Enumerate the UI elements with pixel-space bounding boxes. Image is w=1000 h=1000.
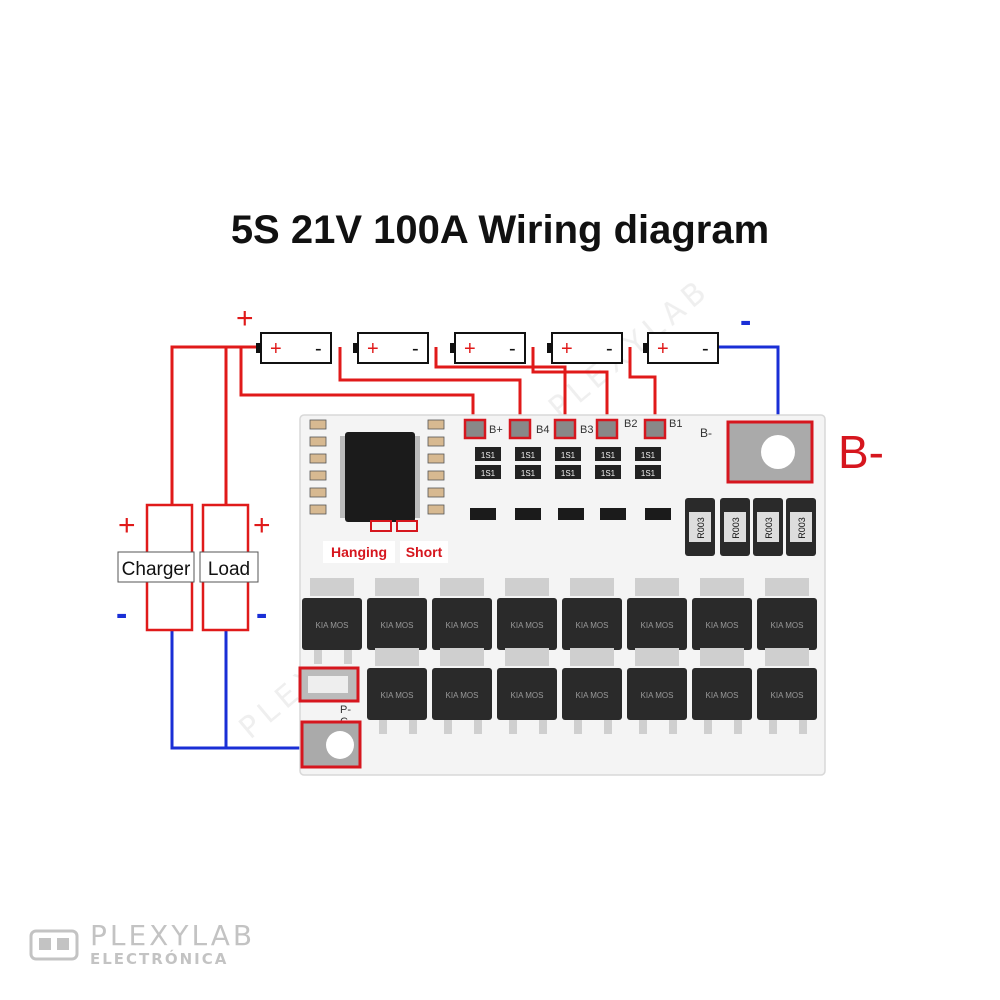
- load-plus: +: [253, 509, 271, 542]
- balance-resistors: 1S1 1S1 1S1 1S1 1S1 1S1 1S1 1S1 1S1 1S1: [475, 447, 661, 479]
- pad-label-b-plus: B+: [489, 424, 503, 436]
- svg-text:KIA MOS: KIA MOS: [511, 691, 544, 700]
- p-minus-label: P-: [340, 704, 351, 716]
- brand-watermark: PLEXYLAB ELECTRÓNICA: [28, 922, 255, 968]
- svg-text:KIA MOS: KIA MOS: [446, 691, 479, 700]
- negative-wiring: [170, 345, 780, 750]
- battery-pack: + - + - + - + - + - + -: [236, 302, 751, 364]
- svg-text:KIA MOS: KIA MOS: [381, 621, 414, 630]
- mosfet: KIA MOS: [627, 578, 687, 664]
- battery-cell: + -: [256, 332, 332, 364]
- svg-text:1S1: 1S1: [561, 451, 576, 460]
- svg-text:-: -: [315, 338, 322, 360]
- svg-text:+: +: [657, 338, 669, 360]
- svg-text:-: -: [606, 338, 613, 360]
- mosfet: KIA MOS: [562, 648, 622, 734]
- mosfet-array: KIA MOS KIA MOS KIA MOS KIA MOS KIA MOS KIA M…: [302, 578, 817, 734]
- svg-text:KIA MOS: KIA MOS: [446, 621, 479, 630]
- mosfet: KIA MOS: [627, 648, 687, 734]
- svg-text:R003: R003: [797, 517, 807, 539]
- svg-text:-: -: [702, 338, 709, 360]
- svg-text:KIA MOS: KIA MOS: [771, 621, 804, 630]
- pack-minus-sign: -: [740, 302, 751, 340]
- svg-text:1S1: 1S1: [481, 469, 496, 478]
- svg-text:1S1: 1S1: [561, 469, 576, 478]
- svg-text:R003: R003: [731, 517, 741, 539]
- mode-labels: Hanging Short: [323, 520, 448, 563]
- p-minus-terminal: P-: [298, 666, 360, 716]
- svg-text:1S1: 1S1: [641, 469, 656, 478]
- svg-text:KIA MOS: KIA MOS: [771, 691, 804, 700]
- balance-pads: B+ B4 B3 B2 B1 B-: [463, 418, 712, 440]
- pad-label-b-minus: B-: [700, 426, 712, 440]
- mosfet: KIA MOS: [757, 648, 817, 734]
- svg-text:-: -: [412, 338, 419, 360]
- mosfet: KIA MOS: [692, 648, 752, 734]
- svg-text:+: +: [270, 338, 282, 360]
- mosfet: KIA MOS: [432, 648, 492, 734]
- pack-plus-sign: +: [236, 302, 254, 335]
- pad-label-b1: B1: [669, 418, 682, 430]
- svg-text:KIA MOS: KIA MOS: [511, 621, 544, 630]
- svg-text:1S1: 1S1: [481, 451, 496, 460]
- svg-text:-: -: [509, 338, 516, 360]
- svg-text:1S1: 1S1: [641, 451, 656, 460]
- b-minus-terminal: [726, 420, 814, 484]
- battery-cell: + -: [450, 332, 526, 364]
- svg-text:1S1: 1S1: [601, 451, 616, 460]
- pad-label-b3: B3: [580, 424, 593, 436]
- transistors-row: [470, 508, 671, 520]
- svg-text:KIA MOS: KIA MOS: [576, 621, 609, 630]
- brand-logo-icon: [29, 929, 79, 961]
- charger-minus: -: [116, 595, 127, 633]
- mosfet: KIA MOS: [497, 648, 557, 734]
- svg-text:KIA MOS: KIA MOS: [381, 691, 414, 700]
- charger-plus: +: [118, 509, 136, 542]
- control-ic: [340, 432, 420, 522]
- short-label: Short: [406, 544, 443, 560]
- charger-label: Charger: [122, 559, 191, 580]
- svg-text:R003: R003: [696, 517, 706, 539]
- brand-subtitle: ELECTRÓNICA: [90, 950, 229, 968]
- b-minus-callout: B-: [838, 426, 884, 478]
- brand-name: PLEXYLAB: [90, 919, 256, 952]
- charger: Charger + -: [116, 503, 195, 633]
- load-minus: -: [256, 595, 267, 633]
- svg-text:1S1: 1S1: [601, 469, 616, 478]
- pad-label-b4: B4: [536, 424, 549, 436]
- load: Load + -: [199, 503, 271, 633]
- shunt-resistors: R003 R003 R003 R003: [685, 498, 816, 556]
- mosfet: KIA MOS: [432, 578, 492, 664]
- svg-text:+: +: [561, 338, 573, 360]
- load-label: Load: [208, 559, 250, 580]
- diagram-title: 5S 21V 100A Wiring diagram: [230, 208, 770, 252]
- svg-text:1S1: 1S1: [521, 451, 536, 460]
- svg-text:+: +: [367, 338, 379, 360]
- svg-text:KIA MOS: KIA MOS: [641, 621, 674, 630]
- positive-wiring: [170, 345, 657, 505]
- c-minus-terminal: C-: [300, 716, 362, 769]
- svg-text:KIA MOS: KIA MOS: [316, 621, 349, 630]
- svg-text:KIA MOS: KIA MOS: [641, 691, 674, 700]
- hanging-label: Hanging: [331, 544, 387, 560]
- mosfet: KIA MOS: [302, 578, 362, 664]
- svg-text:KIA MOS: KIA MOS: [706, 691, 739, 700]
- pad-label-b2: B2: [624, 418, 637, 430]
- mosfet: KIA MOS: [367, 648, 427, 734]
- small-components: [309, 419, 445, 515]
- svg-text:KIA MOS: KIA MOS: [706, 621, 739, 630]
- svg-text:KIA MOS: KIA MOS: [576, 691, 609, 700]
- battery-cell: + -: [547, 332, 623, 364]
- svg-text:+: +: [464, 338, 476, 360]
- battery-cell: + -: [643, 332, 719, 364]
- bms-board: B+ B4 B3 B2 B1 B- 1S1 1S1 1S1 1S1 1S1 1S…: [298, 414, 826, 776]
- svg-text:R003: R003: [764, 517, 774, 539]
- battery-cell: + -: [353, 332, 429, 364]
- svg-text:1S1: 1S1: [521, 469, 536, 478]
